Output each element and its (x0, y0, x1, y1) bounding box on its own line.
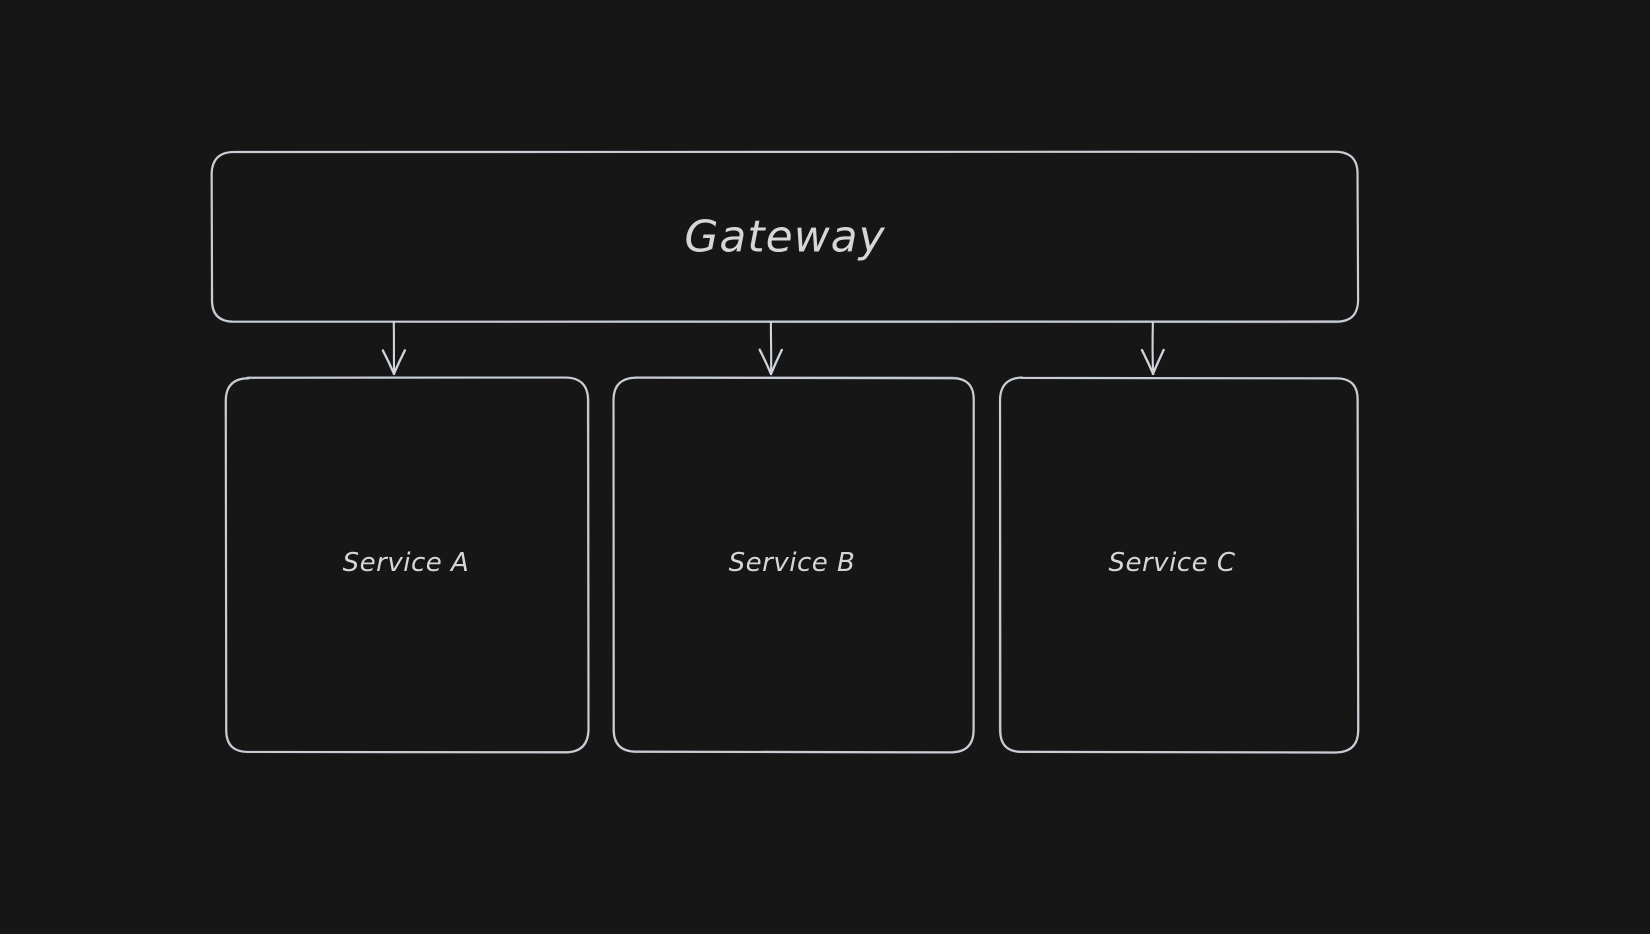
node-outline-gateway (210, 150, 1359, 324)
node-service-c[interactable] (998, 376, 1360, 754)
edge-edge-gateway-service-c[interactable] (1140, 320, 1165, 376)
node-service-b[interactable] (612, 376, 975, 754)
edge-arrowhead-icon (1140, 348, 1165, 376)
edge-arrowhead-icon (758, 348, 783, 376)
node-outline-service-a (225, 376, 590, 753)
node-service-a[interactable] (224, 376, 590, 754)
node-label-gateway: Gateway (684, 211, 886, 263)
edge-edge-gateway-service-a[interactable] (381, 320, 407, 376)
node-gateway[interactable] (210, 150, 1360, 324)
edge-line (1151, 320, 1155, 376)
node-label-service-b: Service B (728, 548, 856, 578)
node-outline-service-c (998, 377, 1360, 754)
node-outline-service-b (612, 376, 975, 754)
edges-layer (381, 320, 1165, 376)
node-label-service-a: Service A (342, 548, 470, 578)
edge-arrowhead-icon (381, 349, 407, 376)
edge-edge-gateway-service-b[interactable] (758, 320, 783, 376)
node-label-service-c: Service C (1108, 548, 1236, 578)
shapes-layer (210, 150, 1360, 754)
